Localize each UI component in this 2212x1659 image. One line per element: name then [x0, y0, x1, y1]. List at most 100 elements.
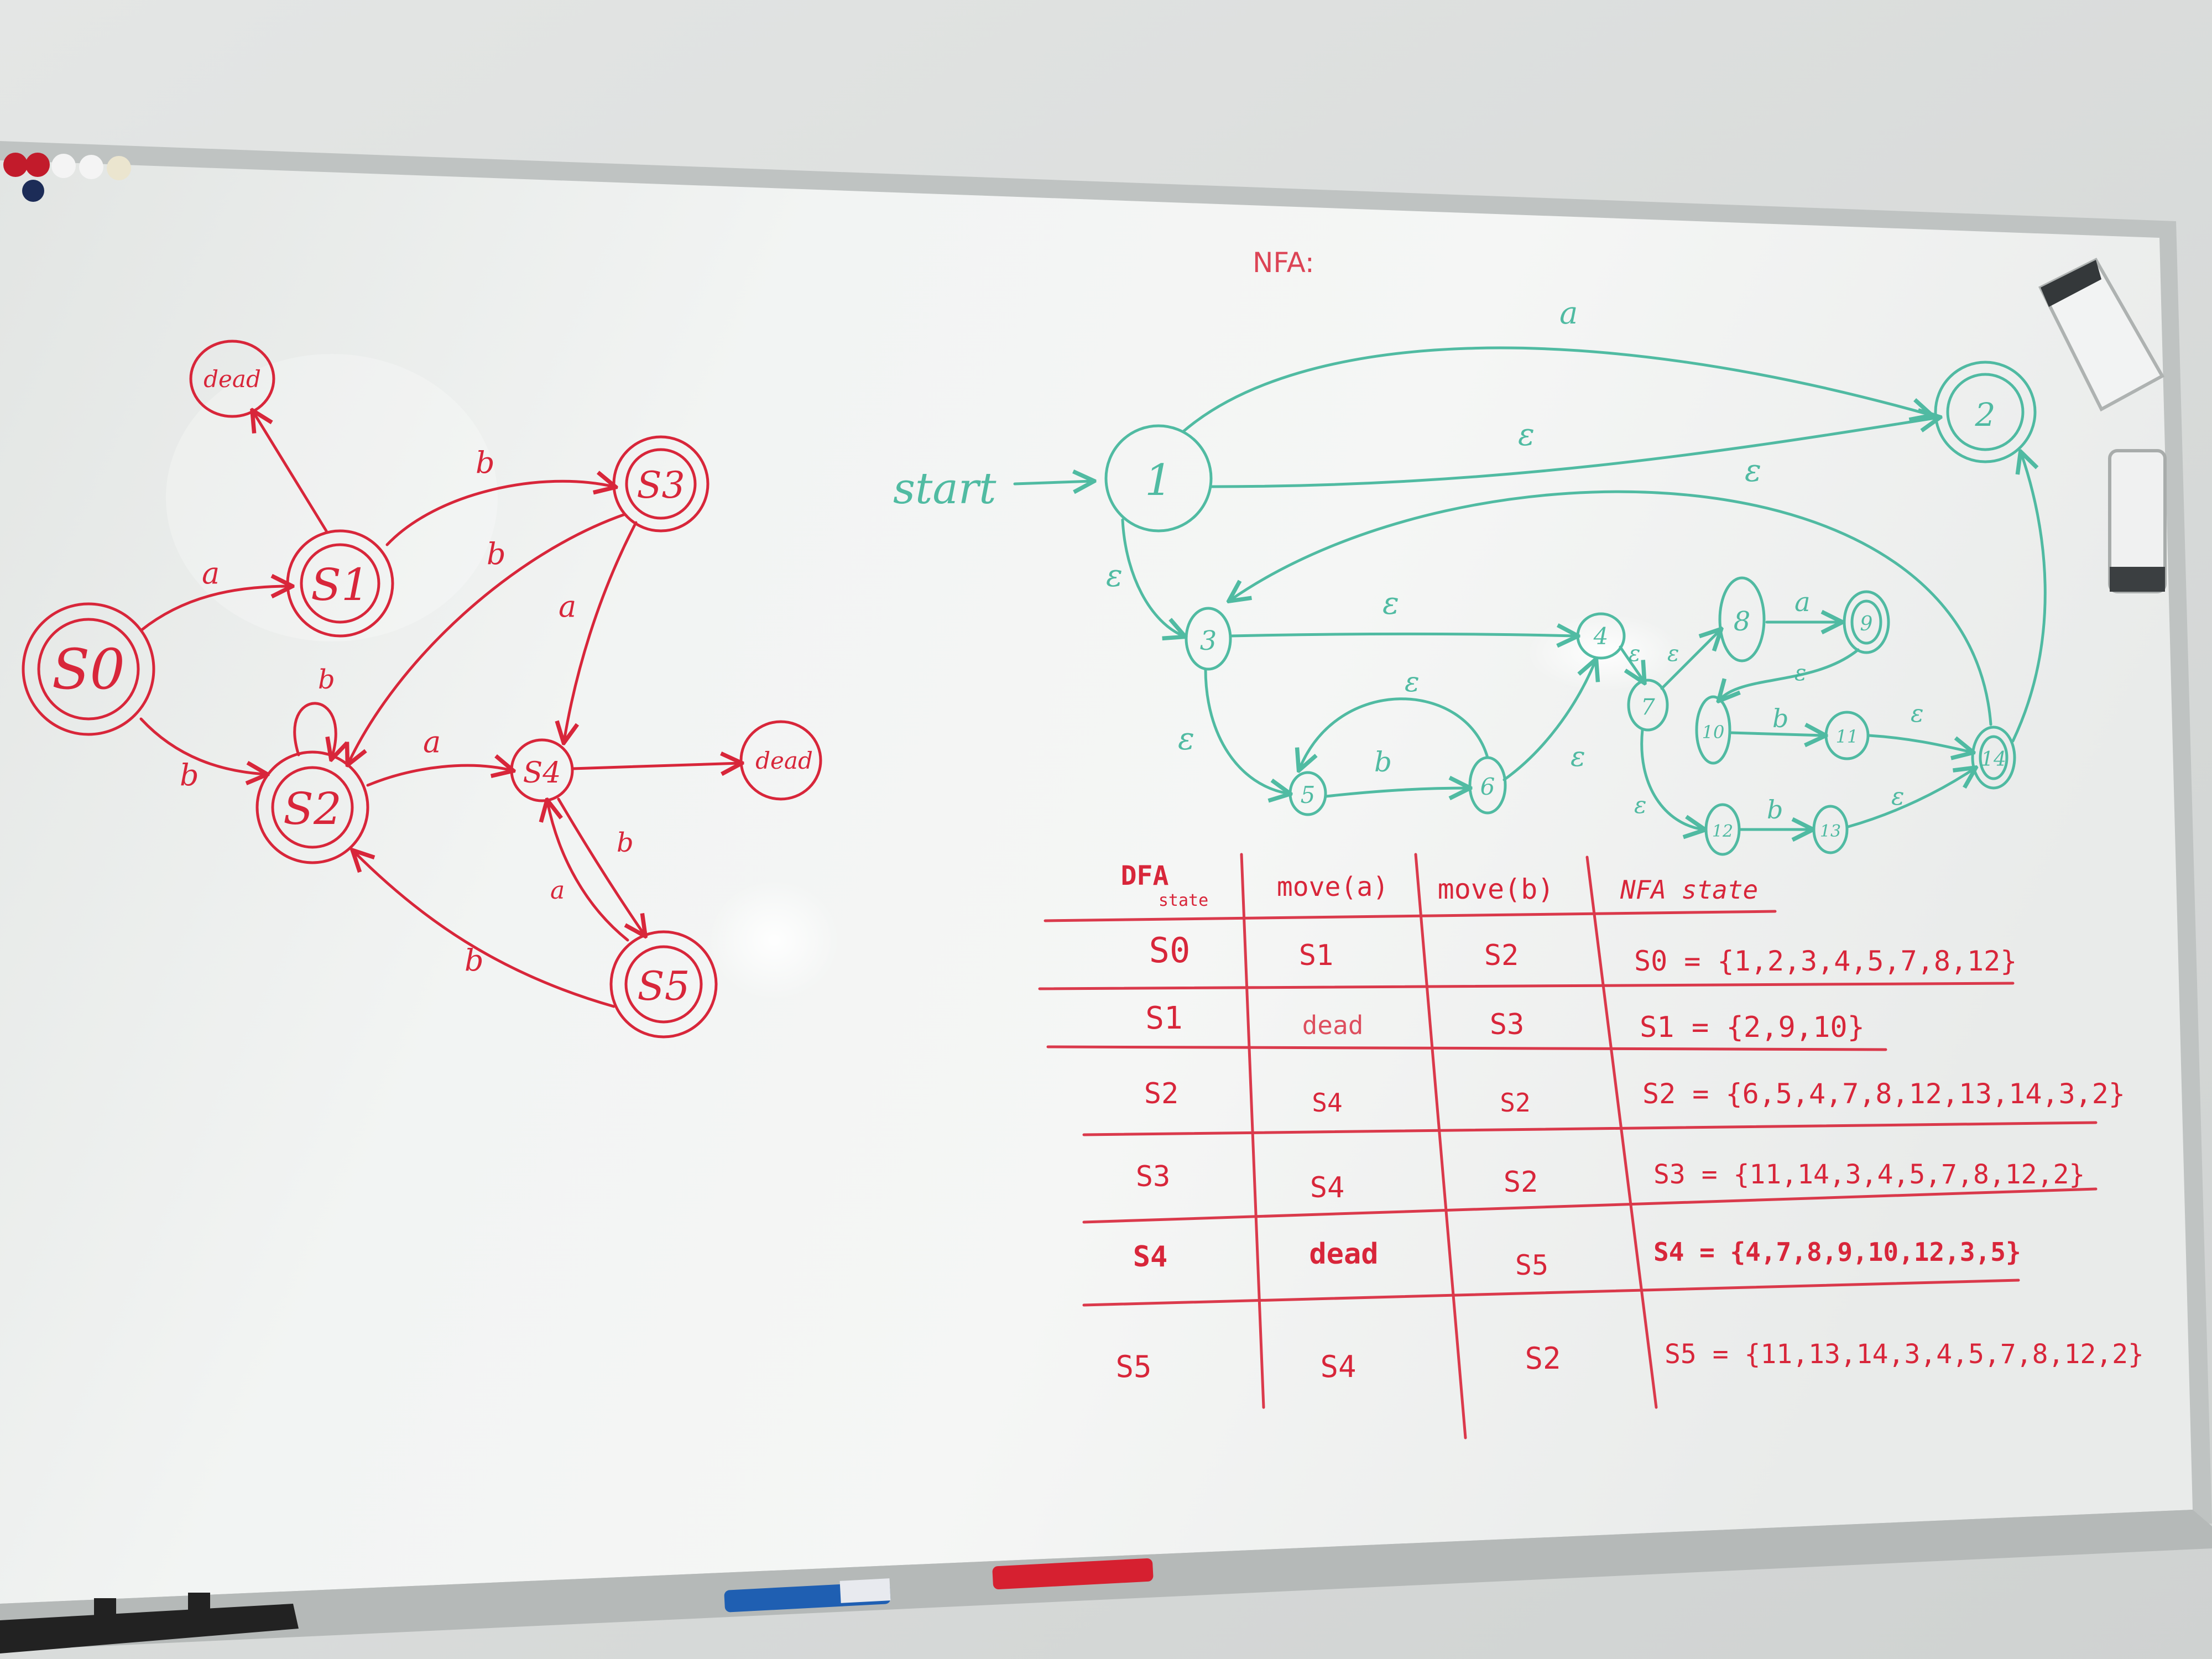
dfa-edge-s1-dead: [253, 412, 328, 533]
nfa-edge-label: ε: [1383, 586, 1399, 622]
nfa-edge-1-2-a: [1182, 346, 1930, 433]
table-header-rule: [1044, 910, 1777, 922]
nfa-edge-label: ε: [1518, 417, 1535, 453]
nfa-start-arrow: [1013, 481, 1092, 484]
dfa-edge-label: b: [487, 536, 506, 571]
nfa-start-label: start: [893, 464, 997, 514]
table-row-rule: [1082, 1187, 2098, 1224]
nfa-edge-label: b: [1772, 703, 1788, 733]
table-cell-state: S2: [1144, 1077, 1179, 1110]
dfa-edge-label: a: [559, 589, 576, 624]
table-cell-move-a: dead: [1302, 1010, 1364, 1040]
nfa-edge-label: ε: [1571, 740, 1585, 773]
table-cell-nfa: S0 = {1,2,3,4,5,7,8,12}: [1634, 945, 2017, 977]
dfa-state-s5-label: S5: [637, 963, 690, 1009]
nfa-edge-7-8: [1660, 630, 1720, 690]
table-col-rule: [1240, 853, 1265, 1409]
nfa-edge-label: a: [1794, 587, 1811, 618]
red-marker: [992, 1558, 1154, 1590]
table-cell-state: S3: [1136, 1160, 1171, 1193]
blue-marker: [724, 1578, 891, 1613]
table-cell-nfa: S1 = {2,9,10}: [1640, 1011, 1865, 1044]
nfa-state-14-label: 14: [1981, 748, 2006, 771]
nfa-edge-label: ε: [1629, 641, 1640, 666]
nfa-edge-6-5: [1300, 697, 1489, 769]
table-cell-state: S5: [1115, 1349, 1151, 1384]
nfa-state-12-label: 12: [1712, 822, 1733, 841]
nfa-edge-9-10: [1720, 648, 1860, 700]
eraser-top: [2038, 258, 2165, 412]
dfa-state-s1-label: S1: [311, 559, 369, 611]
table-cell-move-b: S2: [1525, 1341, 1561, 1376]
nfa-state-10: [1695, 695, 1731, 765]
nfa-edge-label: ε: [1405, 666, 1420, 698]
dfa-edge-s2-s4: [366, 765, 512, 787]
dfa-state-s0: [22, 602, 155, 736]
table-cell-nfa: S3 = {11,14,3,4,5,7,8,12,2}: [1653, 1159, 2085, 1190]
dfa-edge-label: b: [617, 827, 634, 858]
eraser-bottom: [2108, 449, 2167, 593]
nfa-diagram: [1013, 346, 2047, 856]
table-cell-move-a: S4: [1310, 1171, 1345, 1204]
nfa-edge-13-14: [1846, 769, 1974, 828]
nfa-edge-10-11: [1729, 733, 1824, 735]
dfa-state-s5: [609, 930, 718, 1039]
nfa-edge-label: ε: [1634, 791, 1647, 818]
table-cell-nfa: S5 = {11,13,14,3,4,5,7,8,12,2}: [1665, 1339, 2144, 1370]
table-col-rule: [1414, 853, 1467, 1439]
nfa-edge-label: a: [1559, 295, 1578, 331]
table-cell-move-a: S4: [1320, 1349, 1356, 1384]
nfa-edge-3-5: [1204, 667, 1288, 794]
dfa-edge-s3-s4: [564, 521, 638, 741]
board-surface: [0, 160, 2193, 1604]
glare: [708, 879, 841, 1001]
nfa-edge-label: ε: [1745, 453, 1761, 489]
tray-clip: [0, 1593, 299, 1653]
dfa-labels: S0 S1 S2 S3 S4 S5 dead dead a b b b a b …: [52, 366, 813, 1009]
dfa-edge-label: a: [202, 556, 220, 591]
dfa-state-s2: [255, 750, 369, 864]
dfa-state-dead-top: [189, 340, 275, 418]
dfa-edge-label: b: [476, 445, 495, 480]
nfa-labels: start 1 2 3 4 5 6 7 8 9 10 11 12 13 14 a…: [893, 295, 2006, 841]
dfa-edge-s5-s2: [354, 852, 615, 1008]
table-cell-move-b: S2: [1484, 939, 1519, 972]
nfa-state-1: [1104, 424, 1213, 533]
table-header-move-a: move(a): [1277, 872, 1389, 902]
dfa-edge-s4-s5: [557, 797, 644, 935]
dfa-state-s2-label: S2: [283, 783, 342, 834]
table-header-move-b: move(b): [1438, 873, 1554, 905]
table-cell-nfa: S2 = {6,5,4,7,8,12,13,14,3,2}: [1642, 1078, 2125, 1110]
nfa-edge-label: ε: [1667, 641, 1679, 666]
dfa-edge-s3-s2: [348, 513, 627, 763]
nfa-edge-label: ε: [1178, 721, 1194, 757]
table-cell-move-b: S5: [1515, 1249, 1548, 1281]
nfa-state-1-label: 1: [1145, 456, 1172, 505]
dfa-edge-s5-s4: [547, 802, 629, 942]
dfa-state-dead-right-label: dead: [755, 747, 813, 774]
nfa-state-4-label: 4: [1593, 623, 1609, 650]
table-row-rule: [1046, 1045, 1887, 1051]
nfa-state-8-label: 8: [1734, 606, 1751, 637]
nfa-state-5-label: 5: [1301, 781, 1316, 808]
nfa-state-7-label: 7: [1641, 695, 1655, 720]
nfa-edge-label: b: [1374, 746, 1392, 778]
nfa-edge-label: ε: [1891, 782, 1905, 811]
nfa-edge-label: ε: [1794, 660, 1806, 686]
nfa-edge-7-12: [1640, 728, 1703, 830]
nfa-edge-4-7: [1619, 645, 1644, 681]
dfa-edge-s2-loop: [293, 702, 336, 758]
nfa-edge-11-14: [1867, 734, 1971, 752]
table-cell-move-b: S3: [1490, 1008, 1525, 1041]
dfa-edge-s0-s2: [139, 717, 265, 774]
table-cell-move-a: S4: [1312, 1088, 1342, 1118]
dfa-transition-table: [1038, 853, 2098, 1439]
table-row-rule: [1082, 1279, 2020, 1307]
table-cell-move-a: S1: [1299, 939, 1334, 972]
table-cell-state: S1: [1145, 1000, 1182, 1036]
nfa-state-8: [1718, 576, 1766, 662]
dfa-edge-s4-dead: [571, 763, 740, 769]
dfa-state-s4-label: S4: [523, 757, 561, 790]
nfa-title: NFA:: [1253, 247, 1314, 279]
